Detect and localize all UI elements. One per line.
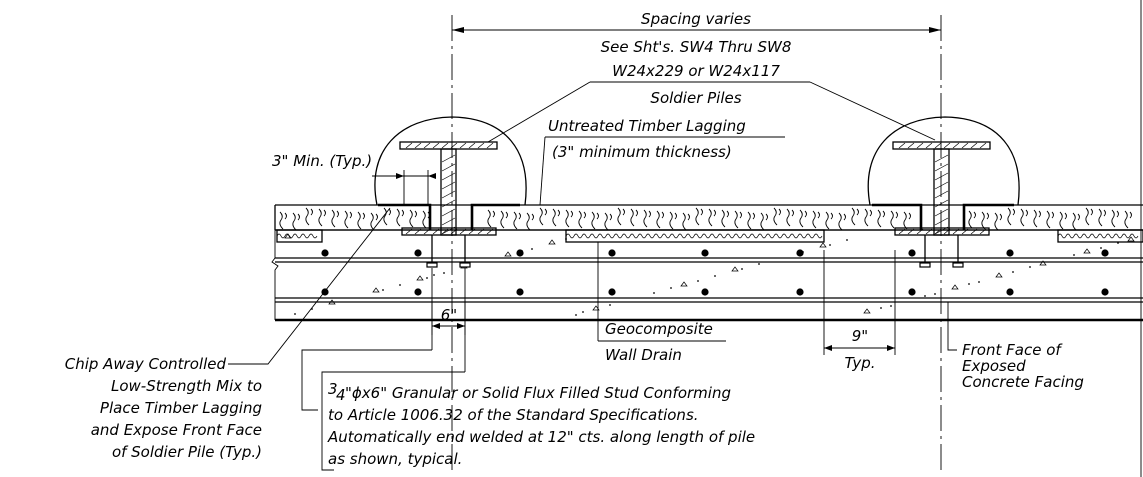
front-face-line-1: Front Face of [962, 341, 1063, 359]
dim-nine-typ: Typ. [844, 354, 875, 372]
stud-line-1: "ϕx6" Granular or Solid Flux Filled Stud… [345, 384, 731, 402]
pile-name-label: Soldier Piles [650, 89, 741, 107]
chip-line-2: Low-Strength Mix to [111, 377, 262, 395]
chip-away-callout: Chip Away Controlled Low-Strength Mix to… [65, 207, 391, 461]
front-face-line-3: Concrete Facing [962, 373, 1084, 391]
geocomposite-drain-strips [276, 229, 1143, 243]
drain-label-2: Wall Drain [605, 346, 682, 364]
min-clear-callout: 3" Min. (Typ.) [272, 152, 436, 205]
lagging-thickness: (3" minimum thickness) [552, 143, 732, 161]
stud-fraction-numerator: 3 [328, 380, 338, 398]
stud-callout: 3 4 "ϕx6" Granular or Solid Flux Filled … [301, 268, 755, 471]
chip-line-5: of Soldier Pile (Typ.) [112, 443, 262, 461]
nine-inch-dimension: 9" Typ. [823, 250, 896, 372]
wood-grain-texture [279, 207, 1132, 231]
spacing-reference: See Sht's. SW4 Thru SW8 [601, 38, 792, 56]
chip-line-1: Chip Away Controlled [65, 355, 227, 373]
soldier-pile-right [867, 116, 1020, 268]
stud-line-2: to Article 1006.32 of the Standard Speci… [328, 406, 699, 424]
dim-nine-label: 9" [852, 327, 868, 345]
spacing-label: Spacing varies [641, 10, 751, 28]
rebar-dots [321, 249, 1109, 296]
dim-six-label: 6" [441, 306, 457, 324]
concrete-aggregate-marks [284, 233, 1135, 316]
pile-size-label: W24x229 or W24x117 [612, 62, 780, 80]
spacing-dimension: Spacing varies See Sht's. SW4 Thru SW8 [452, 10, 941, 56]
drain-label: Geocomposite [605, 320, 713, 338]
lagging-label: Untreated Timber Lagging [548, 117, 746, 135]
front-face-line-2: Exposed [962, 357, 1026, 375]
lagging-callout: Untreated Timber Lagging (3" minimum thi… [539, 117, 785, 206]
stud-line-3: Automatically end welded at 12" cts. alo… [327, 428, 755, 446]
chip-line-4: and Expose Front Face [91, 421, 262, 439]
timber-lagging [274, 204, 1143, 231]
chip-line-3: Place Timber Lagging [100, 399, 262, 417]
front-face-callout: Front Face of Exposed Concrete Facing [947, 302, 1084, 391]
stud-line-4: as shown, typical. [328, 450, 462, 468]
concrete-facing [271, 229, 1143, 322]
soldier-pile-left [374, 116, 527, 268]
six-inch-dimension: 6" [431, 300, 466, 335]
pile-callout: W24x229 or W24x117 Soldier Piles [487, 62, 936, 143]
drain-callout: Geocomposite Wall Drain [597, 242, 726, 364]
min-clear-label: 3" Min. (Typ.) [272, 152, 372, 170]
stud-fraction-denominator: 4 [336, 386, 346, 404]
